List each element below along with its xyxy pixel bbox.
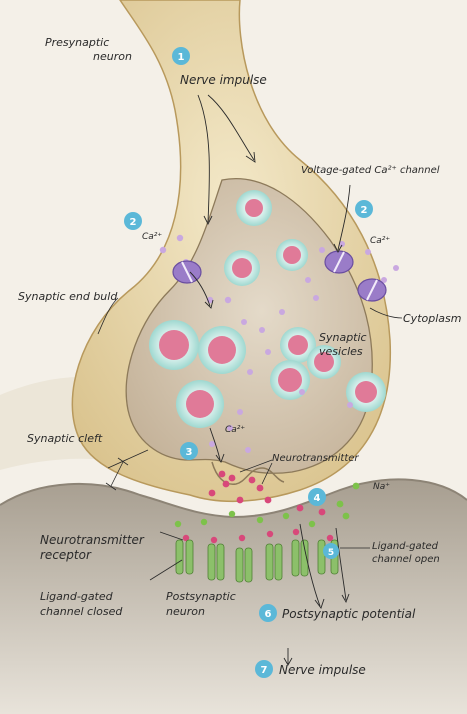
svg-text:2: 2: [361, 205, 368, 216]
label-ligand-gated-closed-line1: Ligand-gated: [40, 590, 114, 603]
label-postsynaptic-neuron-line1: Postsynaptic: [166, 590, 236, 603]
svg-text:2: 2: [130, 217, 137, 228]
label-presynaptic-neuron-line2: neuron: [93, 50, 132, 63]
vesicle: [198, 326, 246, 374]
step-badge-4: 4: [308, 488, 326, 506]
vesicle: [346, 372, 386, 412]
svg-text:7: 7: [261, 665, 268, 676]
step-badge-1: 1: [172, 47, 190, 65]
label-ligand-gated-open-line1: Ligand-gated: [372, 541, 439, 552]
label-presynaptic-neuron-line1: Presynaptic: [45, 36, 109, 49]
label-nerve-impulse-bottom: Nerve impulse: [279, 663, 366, 677]
label-ca-left: Ca²⁺: [142, 232, 162, 242]
label-ligand-gated-open-line2: channel open: [372, 554, 440, 565]
vesicle: [224, 250, 260, 286]
vesicle: [149, 320, 199, 370]
label-synaptic-cleft: Synaptic cleft: [27, 432, 103, 445]
postsynaptic-neuron-body: [0, 479, 467, 714]
step-badge-6: 6: [259, 604, 277, 622]
svg-text:4: 4: [314, 493, 321, 504]
label-postsynaptic-neuron-line2: neuron: [166, 605, 205, 618]
label-ligand-gated-closed-line2: channel closed: [40, 605, 123, 618]
voltage-gated-calcium-channel: [357, 278, 387, 302]
label-cytoplasm: Cytoplasm: [403, 312, 461, 325]
step-badge-2-left: 2: [124, 212, 142, 230]
step-badge-3: 3: [180, 442, 198, 460]
label-neurotransmitter-receptor-line1: Neurotransmitter: [40, 533, 145, 547]
svg-text:6: 6: [265, 609, 272, 620]
label-synaptic-vesicles-line1: Synaptic: [319, 331, 367, 344]
voltage-gated-calcium-channel: [172, 260, 202, 284]
label-synaptic-vesicles-line2: vesicles: [319, 345, 363, 358]
label-voltage-gated-channel: Voltage-gated Ca²⁺ channel: [301, 165, 440, 176]
flow-arrows: [189, 94, 351, 666]
voltage-gated-calcium-channel: [324, 250, 354, 274]
label-nerve-impulse-top: Nerve impulse: [180, 73, 267, 87]
label-leaders: [97, 297, 403, 581]
label-ca-bottom: Ca²⁺: [225, 425, 245, 435]
label-synaptic-end-bulb: Synaptic end buld: [18, 290, 118, 303]
vesicle: [176, 380, 224, 428]
svg-text:3: 3: [186, 447, 193, 458]
step-badge-2-right: 2: [355, 200, 373, 218]
vesicle: [280, 327, 316, 363]
release-site: [211, 461, 285, 485]
vesicle: [307, 345, 341, 379]
label-na: Na⁺: [373, 482, 390, 492]
vesicle: [276, 239, 308, 271]
vesicle: [236, 190, 272, 226]
label-postsynaptic-potential: Postsynaptic potential: [282, 607, 416, 621]
ligand-gated-channels: [175, 539, 339, 583]
label-ca-right: Ca²⁺: [370, 236, 390, 246]
sodium-ions: [174, 482, 360, 528]
step-badge-5: 5: [323, 543, 339, 559]
label-neurotransmitter: Neurotransmitter: [272, 453, 359, 464]
svg-text:5: 5: [328, 548, 334, 558]
label-neurotransmitter-receptor-line2: receptor: [40, 548, 92, 562]
step-badge-7: 7: [255, 660, 273, 678]
neurotransmitter-molecules: [182, 470, 334, 544]
svg-text:1: 1: [178, 52, 185, 63]
